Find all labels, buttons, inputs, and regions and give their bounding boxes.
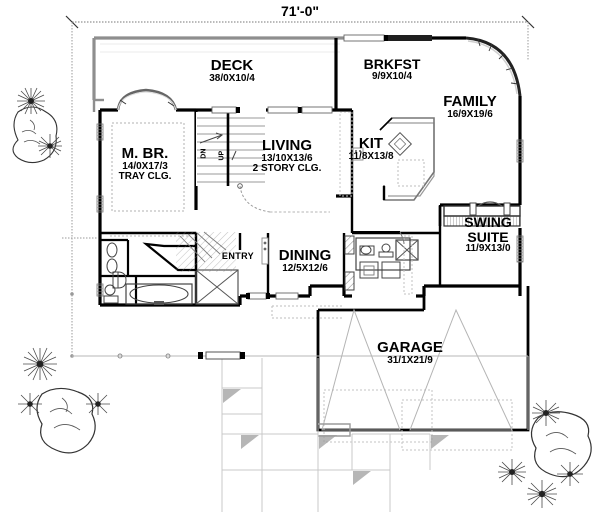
entry-and-dining xyxy=(246,237,342,319)
shrub-icon xyxy=(557,462,583,486)
bathtub-icon xyxy=(125,283,193,305)
room-name: DECK xyxy=(210,57,254,74)
shrub-icon xyxy=(86,393,110,415)
room-dimensions: 11/8X13/8 xyxy=(348,150,394,162)
shrub-icon xyxy=(532,400,560,426)
driveway-paving xyxy=(72,355,529,512)
room-name: FAMILY xyxy=(443,93,497,110)
stairs-icon xyxy=(196,112,330,213)
deck-outline xyxy=(92,36,344,112)
toilet-icon xyxy=(359,245,375,256)
tree-icon xyxy=(530,411,592,478)
laundry-icon xyxy=(359,261,401,279)
shrub-icon xyxy=(38,134,62,158)
room-note: TRAY CLG. xyxy=(118,171,172,183)
overall-width-label: 71'-0" xyxy=(281,3,319,19)
shrub-icon xyxy=(527,480,557,508)
room-name: BRKFST xyxy=(363,56,421,72)
paving-shadow xyxy=(223,389,449,485)
room-label-entry: ENTRY xyxy=(221,251,255,261)
kitchen-fixtures xyxy=(339,111,435,201)
cooktop-icon xyxy=(387,131,413,157)
tree-icon xyxy=(12,106,58,164)
room-label-brkfst: BRKFST 9/9X10/4 xyxy=(364,57,421,82)
room-label-garage: GARAGE 31/1X21/9 xyxy=(377,340,443,366)
room-name: GARAGE xyxy=(377,339,443,356)
room-name: SWING xyxy=(464,214,512,230)
powder-and-laundry xyxy=(344,231,419,295)
shrub-icon xyxy=(23,347,57,381)
window-icon xyxy=(117,351,245,360)
shrub-icon xyxy=(18,393,42,415)
bay-window-icon xyxy=(116,88,178,111)
stair-marker-up: UP xyxy=(218,150,226,161)
shrub-icon xyxy=(498,459,526,485)
room-dimensions: 9/9X10/4 xyxy=(371,70,413,82)
room-name: ENTRY xyxy=(221,251,255,261)
room-name: DINING xyxy=(278,247,332,264)
room-label-family: FAMILY 16/9X19/6 xyxy=(443,94,497,120)
room-label-dining: DINING 12/5X12/6 xyxy=(279,248,332,274)
shrub-icon xyxy=(17,87,45,115)
shower-icon xyxy=(395,239,419,261)
shower-icon xyxy=(195,269,239,305)
sink-icon xyxy=(378,243,394,258)
room-dimensions: 38/0X10/4 xyxy=(209,72,255,84)
master-bedroom-room xyxy=(96,88,185,213)
sink-icon xyxy=(352,147,364,161)
tree-icon xyxy=(36,387,96,454)
garage-room xyxy=(316,286,530,451)
room-dimensions: 16/9X19/6 xyxy=(447,108,493,120)
family-room-curved-wall xyxy=(343,34,524,263)
room-dimensions: 14/0X17/3 xyxy=(122,160,168,172)
fireplace-icon xyxy=(438,201,521,227)
living-room xyxy=(211,106,333,114)
room-dimensions: 11/9X13/0 xyxy=(465,243,511,255)
window-icon xyxy=(516,139,524,263)
overall-dimension-line xyxy=(65,15,535,300)
sink-icon xyxy=(106,242,118,274)
window-icon xyxy=(96,123,104,213)
toilet-icon xyxy=(103,284,119,304)
master-bathroom xyxy=(96,235,239,305)
window-icon xyxy=(246,292,299,300)
window-icon xyxy=(343,34,432,42)
stair-marker-dn: DN xyxy=(200,148,208,159)
angled-closet-stairs xyxy=(142,231,236,272)
room-name-line2: SUITE xyxy=(467,228,509,245)
door-swing-icon xyxy=(261,237,269,265)
room-name: KIT xyxy=(358,135,384,152)
room-dimensions: 13/10X13/6 xyxy=(261,152,313,164)
window-icon xyxy=(211,106,333,114)
room-label-kitchen: KIT 11/8X13/8 xyxy=(348,136,393,162)
garage-door-icon xyxy=(321,308,513,431)
room-label-deck: DECK 38/0X10/4 xyxy=(209,58,255,84)
room-name: LIVING xyxy=(261,137,313,154)
room-note: 2 STORY CLG. xyxy=(252,163,322,175)
room-dimensions: 31/1X21/9 xyxy=(387,354,433,366)
room-name: M. BR. xyxy=(121,145,169,162)
room-dimensions: 12/5X12/6 xyxy=(282,262,328,274)
room-label-living: LIVING 13/10X13/6 2 STORY CLG. xyxy=(253,138,322,175)
toilet-icon xyxy=(112,271,127,289)
room-label-swing-suite: SWING SUITE 11/9X13/0 xyxy=(464,215,511,255)
room-label-master-bedroom: M. BR. 14/0X17/3 TRAY CLG. xyxy=(119,146,172,183)
